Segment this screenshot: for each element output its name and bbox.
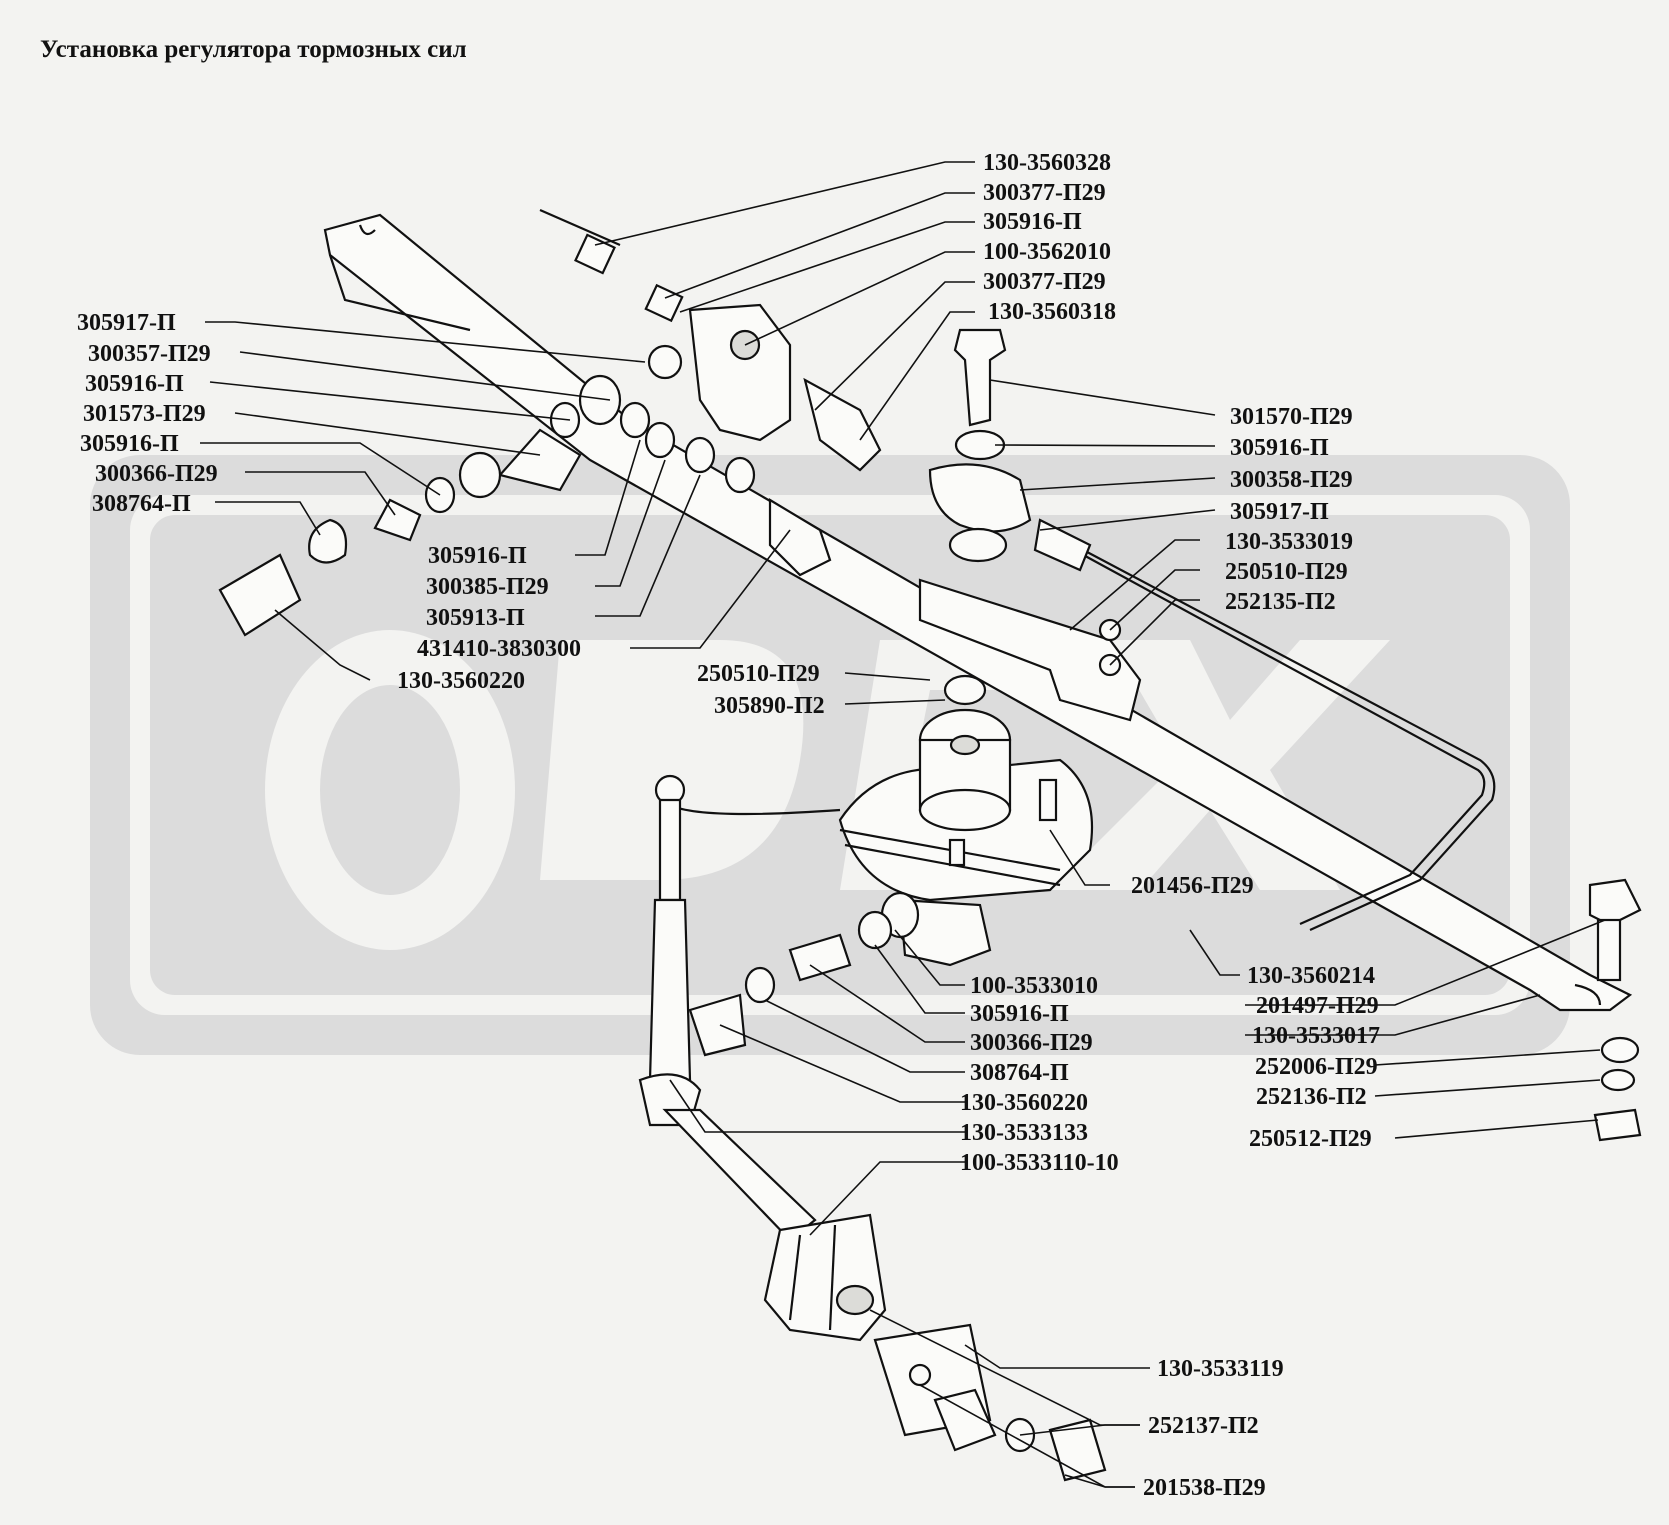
leader-lines	[200, 161, 1606, 1488]
callout-252136-p2: 252136-П2	[1256, 1084, 1367, 1110]
callout-305916-p-lower: 305916-П	[970, 1001, 1069, 1027]
callout-300366-p29-lower: 300366-П29	[970, 1030, 1093, 1056]
lever-assembly	[638, 774, 1107, 1482]
callout-305890-p2: 305890-П2	[714, 693, 825, 719]
callout-308764-p-left: 308764-П	[92, 491, 191, 517]
callout-300358-p29: 300358-П29	[1230, 467, 1353, 493]
callout-252006-p29: 252006-П29	[1255, 1054, 1378, 1080]
callout-300377-p29-top: 300377-П29	[983, 180, 1106, 206]
brake-pipe	[539, 208, 1496, 932]
callout-250512-p29: 250512-П29	[1249, 1126, 1372, 1152]
callout-305916-p-left2: 305916-П	[80, 431, 179, 457]
callout-130-3560220-lower: 130-3560220	[960, 1090, 1088, 1116]
callout-201456-p29: 201456-П29	[1131, 873, 1254, 899]
callout-305916-p-left1: 305916-П	[85, 371, 184, 397]
callout-130-3560328: 130-3560328	[983, 150, 1111, 176]
callout-301573-p29: 301573-П29	[83, 401, 206, 427]
callout-130-3560220-left: 130-3560220	[397, 668, 525, 694]
callout-252137-p2: 252137-П2	[1148, 1413, 1259, 1439]
callout-130-3533017: 130-3533017	[1252, 1023, 1380, 1049]
callout-305916-p-right: 305916-П	[1230, 435, 1329, 461]
callout-201538-p29: 201538-П29	[1143, 1475, 1266, 1501]
callout-100-3562010: 100-3562010	[983, 239, 1111, 265]
callout-130-3533133: 130-3533133	[960, 1120, 1088, 1146]
callout-250510-p29-mid: 250510-П29	[697, 661, 820, 687]
callout-252135-p2: 252135-П2	[1225, 589, 1336, 615]
callout-130-3560318: 130-3560318	[988, 299, 1116, 325]
callout-130-3533119: 130-3533119	[1157, 1356, 1284, 1382]
callout-300385-p29: 300385-П29	[426, 574, 549, 600]
callout-301570-p29: 301570-П29	[1230, 404, 1353, 430]
callout-130-3560214: 130-3560214	[1247, 963, 1375, 989]
callout-labels: 130-3560328 300377-П29 305916-П 100-3562…	[77, 150, 1380, 1501]
callout-100-3533110-10: 100-3533110-10	[960, 1150, 1119, 1176]
callout-305917-p-right: 305917-П	[1230, 499, 1329, 525]
callout-300377-p29-second: 300377-П29	[983, 269, 1106, 295]
callout-308764-p-lower: 308764-П	[970, 1060, 1069, 1086]
callout-305917-p-left: 305917-П	[77, 310, 176, 336]
callout-305916-p-mid: 305916-П	[428, 543, 527, 569]
callout-100-3533010: 100-3533010	[970, 973, 1098, 999]
callout-300357-p29: 300357-П29	[88, 341, 211, 367]
callout-130-3533019: 130-3533019	[1225, 529, 1353, 555]
upper-fittings	[218, 233, 1092, 637]
callout-300366-p29-left: 300366-П29	[95, 461, 218, 487]
callout-250510-p29-right: 250510-П29	[1225, 559, 1348, 585]
callout-305916-p-top: 305916-П	[983, 209, 1082, 235]
right-fasteners	[1588, 878, 1642, 1142]
brake-force-regulator	[688, 578, 1142, 1057]
callout-201497-p29: 201497-П29	[1256, 993, 1379, 1019]
callout-305913-p: 305913-П	[426, 605, 525, 631]
page-title: Установка регулятора тормозных сил	[40, 36, 467, 63]
callout-431410-3830300: 431410-3830300	[417, 636, 581, 662]
